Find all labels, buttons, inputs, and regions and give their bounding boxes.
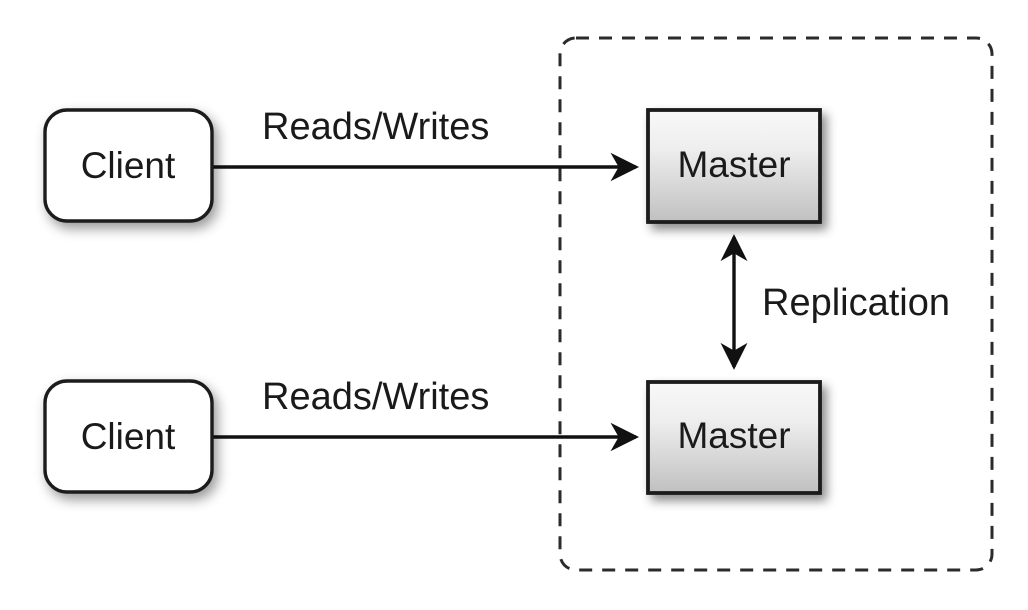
master-box xyxy=(646,108,822,224)
edge-label-replication: Replication xyxy=(762,282,950,324)
node-client-bottom[interactable]: Client xyxy=(43,379,214,494)
client-box xyxy=(43,379,214,494)
client-label: Client xyxy=(81,145,176,186)
master-box xyxy=(646,380,822,495)
edge-label-reads-writes-bottom: Reads/Writes xyxy=(262,376,489,418)
node-master-bottom[interactable]: Master xyxy=(646,380,822,495)
replication-cluster-boundary xyxy=(558,36,994,572)
master-label: Master xyxy=(677,144,790,185)
master-label: Master xyxy=(677,415,790,456)
node-master-top[interactable]: Master xyxy=(646,108,822,224)
client-box xyxy=(43,108,214,223)
node-client-top[interactable]: Client xyxy=(43,108,214,223)
edge-label-reads-writes-top: Reads/Writes xyxy=(262,106,489,148)
client-label: Client xyxy=(81,416,176,457)
